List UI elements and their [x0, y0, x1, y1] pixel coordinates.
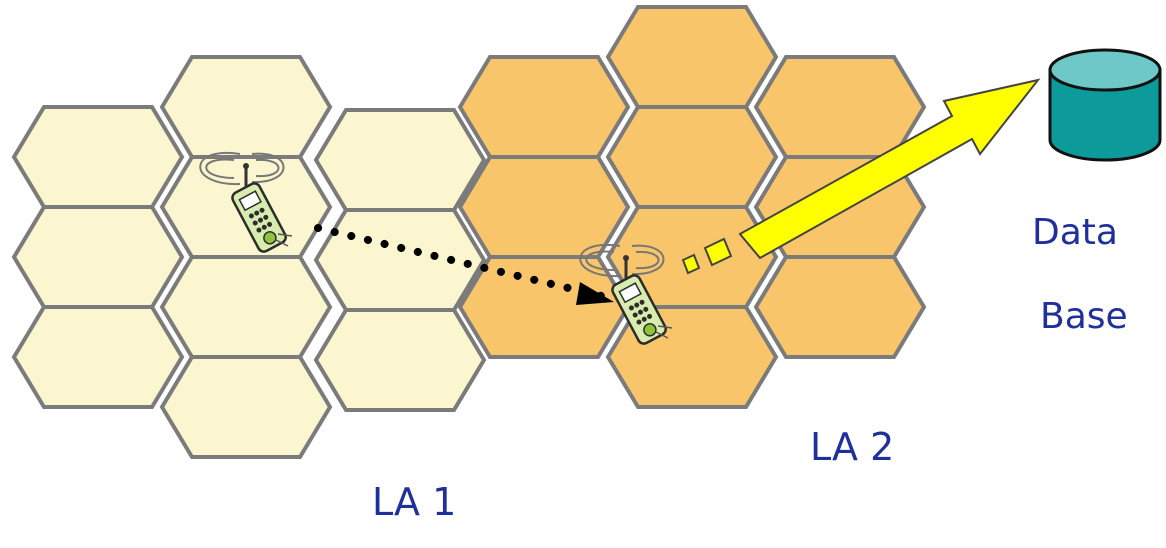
la1-cell — [160, 355, 332, 459]
location-area-2-cells — [458, 5, 926, 409]
la1-cell — [314, 308, 486, 412]
la2-cell — [458, 55, 630, 159]
la2-cell — [458, 155, 630, 259]
la2-cell — [754, 255, 926, 359]
location-area-1-label: LA 1 — [372, 480, 457, 524]
location-area-2-label: LA 2 — [810, 425, 895, 469]
la1-cell — [160, 55, 332, 159]
movement-arrowhead — [576, 282, 614, 305]
signal-arrow — [738, 78, 1041, 260]
la1-cell — [314, 208, 486, 312]
la2-cell — [458, 255, 630, 359]
la2-cell — [606, 5, 778, 109]
la1-cell — [314, 108, 486, 212]
movement-path — [314, 224, 614, 302]
la2-cell — [606, 105, 778, 209]
la1-cell — [12, 205, 184, 309]
la1-cell — [160, 255, 332, 359]
signal-dash-medium — [703, 237, 733, 267]
database-label-line1: Data — [1032, 212, 1118, 253]
location-area-1-cells — [12, 55, 486, 459]
la1-cell — [12, 105, 184, 209]
signal-dash-small — [681, 253, 701, 275]
la1-cell — [12, 305, 184, 409]
la2-cell — [754, 55, 926, 159]
location-update-signal — [681, 78, 1041, 275]
database-label-line2: Base — [1040, 296, 1128, 337]
database-icon — [1048, 48, 1162, 162]
